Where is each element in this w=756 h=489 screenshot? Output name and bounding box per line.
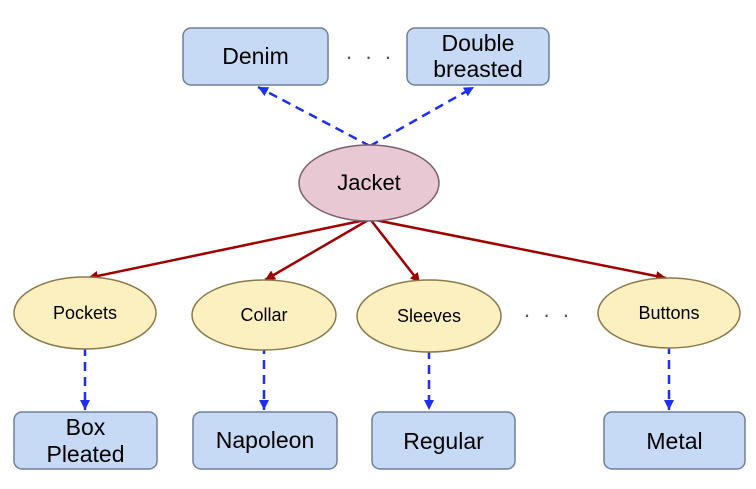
part-label-buttons: Buttons: [638, 303, 699, 323]
value-label-napoleon: Napoleon: [216, 427, 314, 453]
edge-jacket-to-buttons: [369, 217, 667, 281]
value-label-box-line1: Box: [66, 414, 106, 440]
value-label-regular: Regular: [403, 428, 484, 454]
top-ellipsis: · · ·: [345, 44, 394, 69]
root-label: Jacket: [337, 170, 401, 195]
part-label-collar: Collar: [240, 305, 287, 325]
root-node-jacket: Jacket: [298, 144, 440, 222]
value-box-metal: Metal: [603, 411, 746, 470]
edge-jacket-to-double-breasted: [369, 85, 475, 148]
category-box-denim: Denim: [182, 27, 329, 86]
value-box-napoleon: Napoleon: [192, 411, 338, 470]
edge-jacket-to-sleeves: [369, 218, 421, 284]
part-label-sleeves: Sleeves: [397, 306, 461, 326]
edges-layer: [80, 85, 674, 410]
value-label-metal: Metal: [646, 428, 702, 454]
category-box-double-breasted: Double breasted: [406, 27, 550, 86]
parts-ellipsis: · · ·: [523, 302, 572, 327]
category-label-double-line1: Double: [442, 30, 515, 56]
edge-jacket-to-collar: [264, 217, 371, 282]
category-label-denim: Denim: [222, 43, 288, 69]
part-node-collar: Collar: [191, 279, 337, 351]
edge-jacket-to-denim: [257, 85, 371, 148]
value-label-box-line2: Pleated: [46, 441, 124, 467]
part-label-pockets: Pockets: [53, 303, 117, 323]
part-node-pockets: Pockets: [13, 276, 157, 350]
part-node-buttons: Buttons: [597, 277, 741, 349]
part-node-sleeves: Sleeves: [356, 279, 502, 353]
edge-jacket-to-pockets: [87, 217, 371, 281]
value-box-regular: Regular: [371, 411, 516, 470]
value-box-box-pleated: Box Pleated: [13, 411, 158, 470]
category-label-double-line2: breasted: [433, 56, 523, 82]
